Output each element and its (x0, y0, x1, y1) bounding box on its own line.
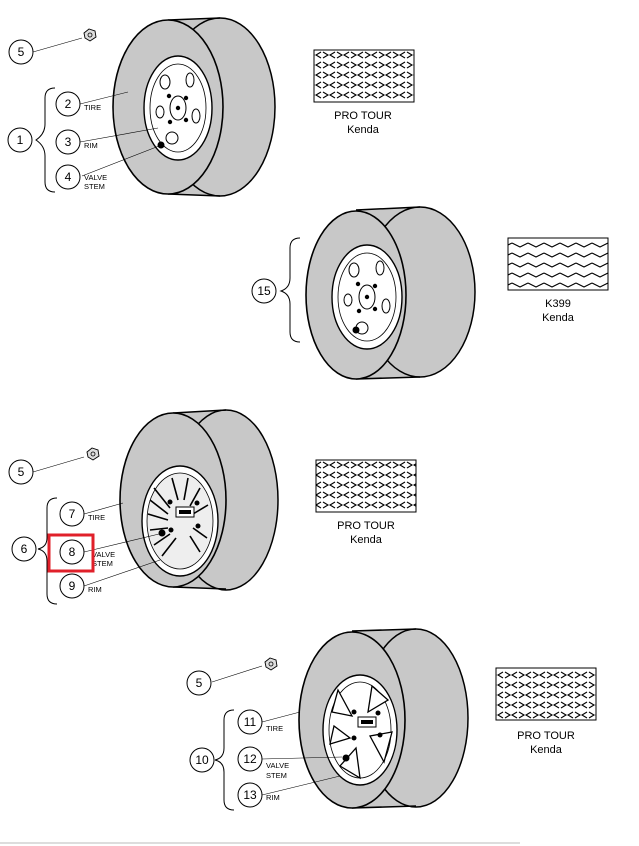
lug-nut-d (264, 657, 278, 671)
highlight-box (47, 533, 95, 573)
callout-8: 8 VALVE STEM (59, 539, 115, 568)
svg-text:Kenda: Kenda (350, 534, 383, 546)
tread-pattern-d: PRO TOUR Kenda (495, 667, 597, 756)
callout-4: 4 VALVE STEM (55, 164, 107, 191)
svg-text:5: 5 (196, 676, 203, 690)
svg-text:VALVE: VALVE (84, 173, 107, 182)
wheel-assembly-b (279, 206, 476, 380)
svg-text:PRO TOUR: PRO TOUR (517, 730, 575, 742)
svg-text:PRO TOUR: PRO TOUR (334, 110, 392, 122)
svg-text:STEM: STEM (92, 559, 113, 568)
svg-text:6: 6 (21, 542, 28, 556)
rim-b (331, 244, 403, 350)
wheel-assembly-d (211, 628, 469, 811)
callout-5-c: 5 (8, 459, 34, 485)
callout-2: 2 TIRE (55, 91, 101, 117)
svg-text:11: 11 (244, 715, 257, 729)
lug-nut-a (83, 28, 97, 42)
callout-7: 7 TIRE (59, 501, 105, 527)
svg-text:Kenda: Kenda (542, 312, 575, 324)
lug-nut-c (86, 447, 100, 461)
svg-text:5: 5 (18, 45, 25, 59)
valve-stem-b (352, 326, 360, 334)
callout-3: 3 RIM (55, 129, 98, 155)
wheel-assembly-c (32, 409, 279, 605)
svg-text:5: 5 (18, 465, 25, 479)
svg-text:VALVE: VALVE (266, 761, 289, 770)
svg-text:K399: K399 (545, 298, 571, 310)
callout-15: 15 (251, 278, 277, 304)
svg-text:13: 13 (243, 788, 257, 802)
callout-5-d: 5 (186, 670, 212, 696)
callout-9: 9 RIM (59, 573, 102, 599)
svg-text:PRO TOUR: PRO TOUR (337, 520, 395, 532)
svg-text:1: 1 (17, 133, 24, 147)
svg-text:TIRE: TIRE (88, 513, 105, 522)
tread-pattern-b: K399 Kenda (507, 237, 609, 324)
callout-12: 12 VALVE STEM (237, 746, 289, 780)
svg-text:TIRE: TIRE (266, 724, 283, 733)
svg-text:STEM: STEM (266, 771, 287, 780)
valve-stem-a (157, 141, 165, 149)
svg-text:Kenda: Kenda (347, 124, 380, 136)
svg-text:RIM: RIM (266, 793, 280, 802)
svg-text:STEM: STEM (84, 182, 105, 191)
svg-text:10: 10 (195, 753, 209, 767)
callout-6: 6 (11, 536, 37, 562)
svg-text:12: 12 (243, 752, 257, 766)
svg-text:RIM: RIM (84, 141, 98, 150)
rim-d (322, 674, 398, 786)
valve-stem-c (158, 529, 166, 537)
svg-text:8: 8 (69, 545, 76, 559)
valve-stem-d (342, 754, 350, 762)
svg-text:RIM: RIM (88, 585, 102, 594)
svg-text:4: 4 (65, 170, 72, 184)
svg-text:7: 7 (69, 507, 76, 521)
svg-text:15: 15 (257, 284, 271, 298)
callout-13: 13 RIM (237, 782, 280, 808)
svg-text:VALVE: VALVE (92, 550, 115, 559)
svg-text:3: 3 (65, 135, 72, 149)
tread-pattern-c: PRO TOUR Kenda (315, 459, 417, 546)
rim-a (143, 55, 213, 161)
tread-pattern-a: PRO TOUR Kenda (313, 49, 415, 136)
rim-c (141, 465, 219, 577)
callout-5-a: 5 (8, 39, 34, 65)
callout-11: 11 TIRE (237, 709, 283, 735)
svg-text:9: 9 (69, 579, 76, 593)
callout-10: 10 (189, 747, 215, 773)
callout-1: 1 (7, 127, 33, 153)
wheel-assembly-a (32, 17, 276, 197)
svg-text:Kenda: Kenda (530, 744, 563, 756)
svg-text:2: 2 (65, 97, 72, 111)
svg-text:TIRE: TIRE (84, 103, 101, 112)
